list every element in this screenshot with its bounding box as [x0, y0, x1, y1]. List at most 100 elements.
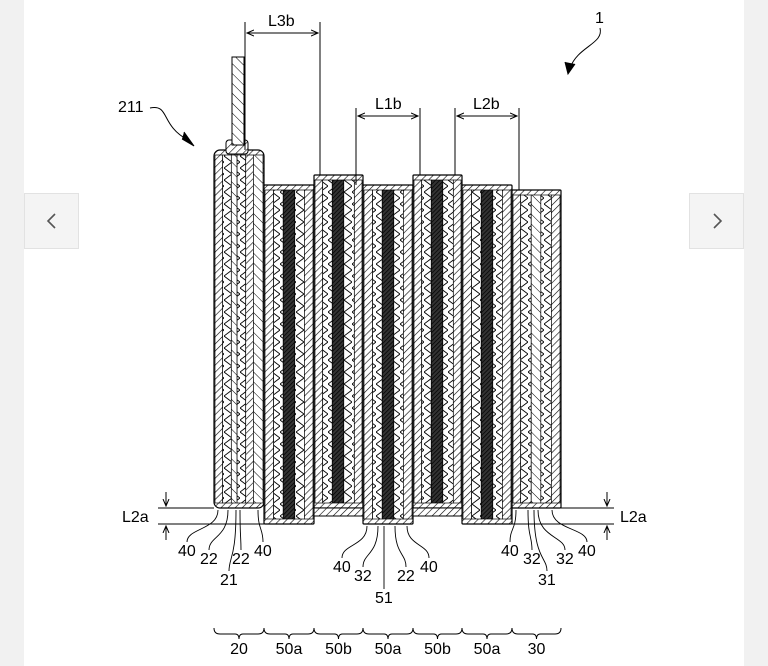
layer	[282, 189, 296, 520]
brace	[412, 627, 463, 640]
group-label-20: 20	[230, 641, 248, 658]
arrowhead-tab	[181, 131, 195, 147]
ref-label-middle: 40	[420, 559, 438, 576]
layer	[273, 189, 284, 520]
leader-line	[257, 509, 264, 543]
ref-label-right: 40	[501, 543, 519, 560]
leader-line	[537, 509, 566, 551]
layer	[322, 179, 333, 504]
layer	[230, 154, 238, 504]
layer	[520, 194, 532, 504]
brace	[461, 627, 513, 640]
layer	[353, 179, 363, 504]
separator-band	[313, 507, 364, 517]
layer	[413, 179, 423, 504]
brace	[213, 627, 265, 640]
layer	[214, 154, 224, 504]
leader-tab	[149, 107, 189, 141]
layer	[372, 189, 383, 520]
leader-line	[394, 525, 407, 568]
dimension-L1b	[355, 108, 421, 185]
chevron-left-icon	[46, 213, 56, 229]
ref-label-left: 40	[254, 543, 272, 560]
dimension-L3b	[244, 22, 321, 175]
brace	[313, 627, 364, 640]
leader-line	[208, 509, 229, 551]
layer	[530, 194, 542, 504]
layer	[452, 179, 462, 504]
layer	[393, 189, 404, 520]
layer	[480, 189, 494, 520]
layer	[222, 154, 232, 504]
layer	[430, 179, 444, 504]
previous-image-button[interactable]	[24, 193, 79, 249]
dimension-L2b	[454, 108, 520, 190]
arrowhead-device	[564, 61, 576, 76]
layer	[512, 194, 522, 504]
tab-lead	[231, 56, 245, 146]
stack-50b	[313, 174, 364, 509]
layer	[314, 179, 324, 504]
layer	[540, 194, 552, 504]
leader-line	[551, 509, 588, 543]
group-label-30: 30	[528, 641, 546, 658]
layer	[471, 189, 482, 520]
layer	[236, 154, 247, 504]
group-label-50a: 50a	[276, 641, 303, 658]
leader-line	[239, 509, 242, 551]
layer	[304, 189, 314, 520]
brace	[511, 627, 562, 640]
next-image-button[interactable]	[689, 193, 744, 249]
label-L3b: L3b	[268, 13, 295, 30]
layer	[294, 189, 305, 520]
group-braces	[213, 627, 562, 640]
layer	[331, 179, 345, 504]
bottom-leaders	[186, 509, 588, 590]
stack-50a	[263, 184, 315, 525]
layer	[253, 154, 264, 504]
leader-line	[406, 525, 430, 559]
leader-line	[341, 525, 368, 559]
group-label-50b: 50b	[325, 641, 352, 658]
layer	[421, 179, 432, 504]
stack-30	[511, 189, 562, 509]
chevron-right-icon	[712, 213, 722, 229]
stack-50b	[412, 174, 463, 509]
ref-label-left: 22	[200, 551, 218, 568]
label-L2b: L2b	[473, 96, 500, 113]
leader-line	[362, 525, 379, 568]
stack-20	[213, 149, 265, 509]
layer	[442, 179, 454, 504]
layer	[381, 189, 395, 520]
label-tab-ref: 211	[118, 99, 144, 116]
layer	[343, 179, 355, 504]
brace	[263, 627, 315, 640]
ref-label-right: 40	[578, 543, 596, 560]
ref-label-right: 32	[523, 551, 541, 568]
group-label-50a: 50a	[375, 641, 402, 658]
leader-line	[533, 509, 548, 572]
layer	[502, 189, 512, 520]
ref-label-right: 31	[538, 572, 556, 589]
ref-label-left: 22	[232, 551, 250, 568]
leader-line	[228, 509, 237, 572]
layer	[245, 154, 254, 504]
ref-label-left: 21	[220, 572, 238, 589]
ref-label-middle: 51	[375, 590, 393, 607]
layer	[363, 189, 373, 520]
label-device-ref: 1	[595, 10, 604, 27]
separator-band	[412, 507, 463, 517]
layer	[403, 189, 413, 520]
brace	[362, 627, 414, 640]
label-L2a-right: L2a	[620, 509, 647, 526]
leader-device	[569, 27, 601, 69]
group-label-50a: 50a	[474, 641, 501, 658]
layer-stack	[213, 56, 562, 525]
leader-line	[509, 509, 517, 543]
layer	[551, 194, 561, 504]
layer	[462, 189, 472, 520]
ref-label-middle: 32	[354, 568, 372, 585]
